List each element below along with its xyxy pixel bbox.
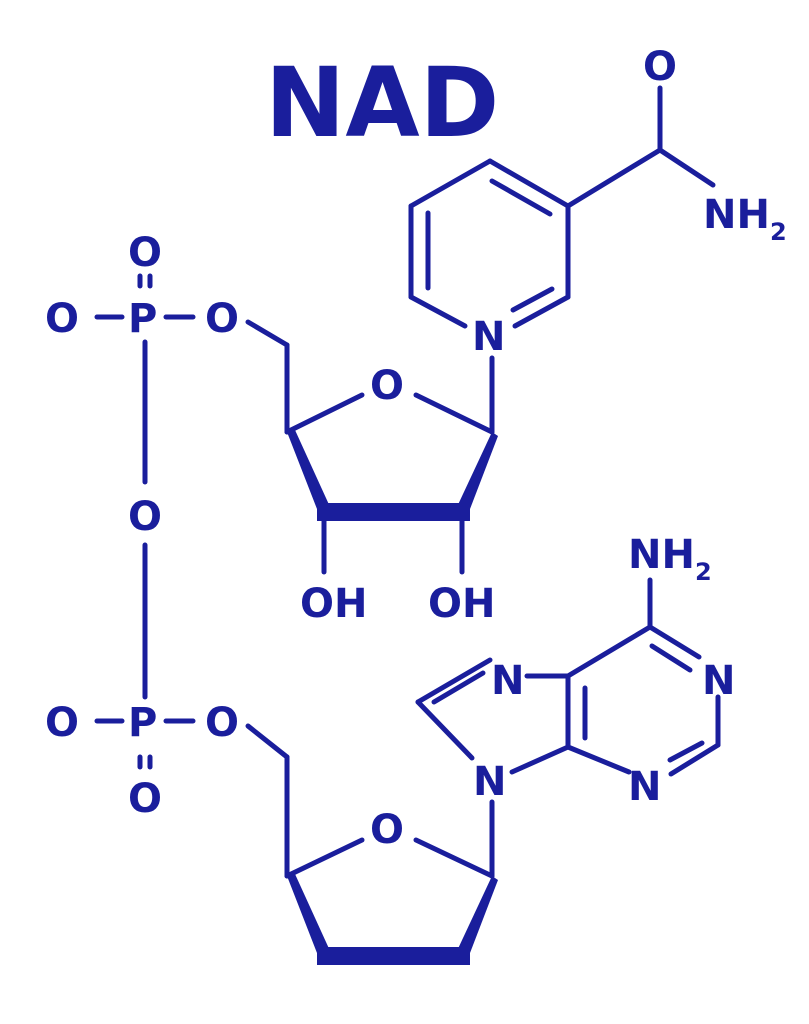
adenine-n1: N <box>702 658 735 704</box>
amide-nh-label: NH <box>703 192 770 238</box>
phosphate-1 <box>94 273 290 485</box>
adenine-n9: N <box>473 759 506 805</box>
phosphate2-o-right: O <box>205 700 239 746</box>
adenine-nh2: NH2 <box>628 532 712 586</box>
pyridinium-n: N <box>472 314 505 360</box>
ribose1-oxygen: O <box>370 363 404 409</box>
molecule-title: NAD <box>265 47 499 159</box>
phosphate1-o-left: O <box>45 296 79 342</box>
phosphate1-o-right: O <box>205 296 239 342</box>
phosphate2-p: P <box>128 700 157 746</box>
ribose1-oh-right: OH <box>428 581 495 627</box>
ribose-2 <box>284 799 498 965</box>
phosphate1-p: P <box>128 296 157 342</box>
amide-oxygen: O <box>643 44 677 90</box>
pyridinium-ring <box>408 158 571 329</box>
ribose2-oxygen: O <box>370 807 404 853</box>
phosphate-2 <box>94 718 290 879</box>
adenine-nh-subscript: 2 <box>695 558 712 586</box>
amide-nh: NH2 <box>703 192 787 246</box>
adenine-nh-label: NH <box>628 532 695 578</box>
bridging-oxygen: O <box>128 494 162 540</box>
phosphate2-o-bottom: O <box>128 776 162 822</box>
ribose1-oh-left: OH <box>300 581 367 627</box>
adenine-n7: N <box>491 658 524 704</box>
amide-nh-subscript: 2 <box>770 218 787 246</box>
amide-group <box>565 85 716 209</box>
phosphate2-o-left: O <box>45 700 79 746</box>
adenine-n3: N <box>628 764 661 810</box>
phosphate1-o-top: O <box>128 230 162 276</box>
adenine-ring <box>415 577 721 777</box>
ribose-1 <box>284 342 498 575</box>
